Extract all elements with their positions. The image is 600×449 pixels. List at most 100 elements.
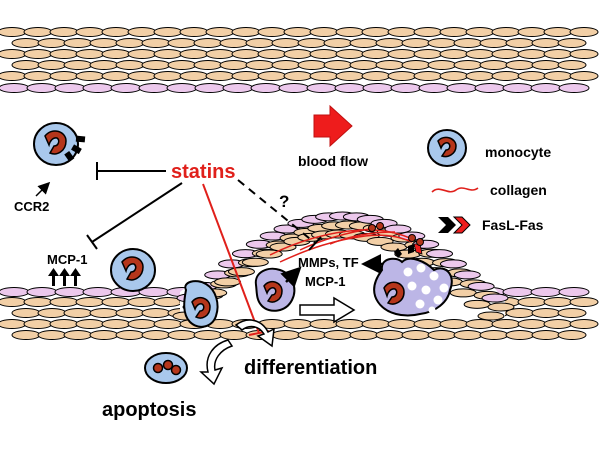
smooth-muscle-cell <box>323 60 353 70</box>
smooth-muscle-cell <box>271 60 301 70</box>
circulating-monocyte <box>110 248 156 292</box>
smooth-muscle-cell <box>569 71 599 81</box>
smooth-muscle-cell <box>465 49 495 59</box>
smooth-muscle-cell <box>449 288 477 298</box>
smooth-muscle-cell <box>453 330 483 340</box>
mcp1-center-label: MCP-1 <box>305 274 345 289</box>
curved-arrow-to-apoptosis <box>199 339 234 386</box>
smooth-muscle-cell <box>283 49 313 59</box>
smooth-muscle-cell <box>227 267 255 277</box>
smooth-muscle-cell <box>479 330 509 340</box>
smooth-muscle-cell <box>439 71 469 81</box>
smooth-muscle-cell <box>23 319 53 329</box>
smooth-muscle-cell <box>89 38 119 48</box>
smooth-muscle-cell <box>401 38 431 48</box>
endothelial-cell <box>362 83 394 93</box>
endothelial-cell <box>481 293 509 303</box>
smooth-muscle-cell <box>335 71 365 81</box>
smooth-muscle-cell <box>127 27 157 37</box>
question-mark: ? <box>279 192 289 211</box>
smooth-muscle-cell <box>49 297 79 307</box>
smooth-muscle-cell <box>569 49 599 59</box>
smooth-muscle-cell <box>63 38 93 48</box>
endothelial-cell <box>0 83 30 93</box>
collagen-fibers <box>269 227 413 263</box>
smooth-muscle-cell <box>101 27 131 37</box>
smooth-muscle-cell <box>387 49 417 59</box>
smooth-muscle-cell <box>127 71 157 81</box>
differentiation-label: differentiation <box>244 357 377 379</box>
blood-flow-label: blood flow <box>298 153 368 169</box>
smooth-muscle-cell <box>115 308 145 318</box>
smooth-muscle-cell <box>75 49 105 59</box>
smooth-muscle-cell <box>283 319 313 329</box>
smooth-muscle-cell <box>153 71 183 81</box>
smooth-muscle-cell <box>179 27 209 37</box>
smooth-muscle-cell <box>465 319 495 329</box>
transmigrating-monocyte <box>183 280 219 328</box>
smooth-muscle-cell <box>413 49 443 59</box>
smooth-muscle-cell <box>11 330 41 340</box>
smooth-muscle-cell <box>453 38 483 48</box>
smooth-muscle-cell <box>153 27 183 37</box>
smooth-muscle-cell <box>141 308 171 318</box>
smooth-muscle-cell <box>101 49 131 59</box>
smooth-muscle-cell <box>517 27 547 37</box>
legend-collagen-icon <box>431 187 479 193</box>
smooth-muscle-cell <box>387 319 417 329</box>
smooth-muscle-cell <box>413 71 443 81</box>
smooth-muscle-cell <box>193 38 223 48</box>
smooth-muscle-cell <box>335 319 365 329</box>
apoptosis-label: apoptosis <box>102 399 196 421</box>
endothelial-cell <box>502 287 534 297</box>
smooth-muscle-cell <box>11 38 41 48</box>
smooth-muscle-cell <box>179 49 209 59</box>
smooth-muscle-cell <box>11 60 41 70</box>
smooth-muscle-cell <box>543 297 573 307</box>
smooth-muscle-cell <box>543 319 573 329</box>
smooth-muscle-cell <box>0 71 27 81</box>
endothelial-cell <box>82 287 114 297</box>
smooth-muscle-cell <box>63 60 93 70</box>
legend-fasl-fas-label: FasL-Fas <box>482 217 544 233</box>
smooth-muscle-cell <box>465 71 495 81</box>
smooth-muscle-cell <box>241 257 269 267</box>
endothelial-cell <box>384 224 412 234</box>
endothelial-cell <box>474 83 506 93</box>
smooth-muscle-cell <box>271 38 301 48</box>
smooth-muscle-cell <box>349 330 379 340</box>
mmps-tf-label: MMPs, TF <box>298 255 359 270</box>
smooth-muscle-cell <box>101 319 131 329</box>
smooth-muscle-cell <box>127 297 157 307</box>
smooth-muscle-cell <box>257 27 287 37</box>
smooth-muscle-cell <box>63 330 93 340</box>
smooth-muscle-cell <box>115 330 145 340</box>
smooth-muscle-cell <box>49 71 79 81</box>
ccr2-pointer-arrow <box>35 181 51 197</box>
smooth-muscle-cell <box>413 319 443 329</box>
smooth-muscle-cell <box>0 49 27 59</box>
smooth-muscle-cell <box>37 330 67 340</box>
smooth-muscle-cell <box>505 60 535 70</box>
smooth-muscle-cell <box>219 38 249 48</box>
smooth-muscle-cell <box>531 38 561 48</box>
smooth-muscle-cell <box>49 319 79 329</box>
smooth-muscle-cell <box>231 71 261 81</box>
smooth-muscle-cell <box>491 27 521 37</box>
endothelial-cell <box>250 83 282 93</box>
foam-cell-macrophage <box>373 243 453 317</box>
smooth-muscle-cell <box>569 297 599 307</box>
smooth-muscle-cell <box>49 27 79 37</box>
smooth-muscle-cell <box>505 38 535 48</box>
smooth-muscle-cell <box>309 71 339 81</box>
smooth-muscle-cell <box>75 319 105 329</box>
smooth-muscle-cell <box>531 60 561 70</box>
smooth-muscle-cell <box>517 319 547 329</box>
endothelial-cell <box>194 83 226 93</box>
smooth-muscle-cell <box>89 330 119 340</box>
smooth-muscle-cell <box>505 330 535 340</box>
smooth-muscle-cell <box>219 330 249 340</box>
mcp1-left-label: MCP-1 <box>47 252 87 267</box>
statins-label: statins <box>171 161 235 183</box>
